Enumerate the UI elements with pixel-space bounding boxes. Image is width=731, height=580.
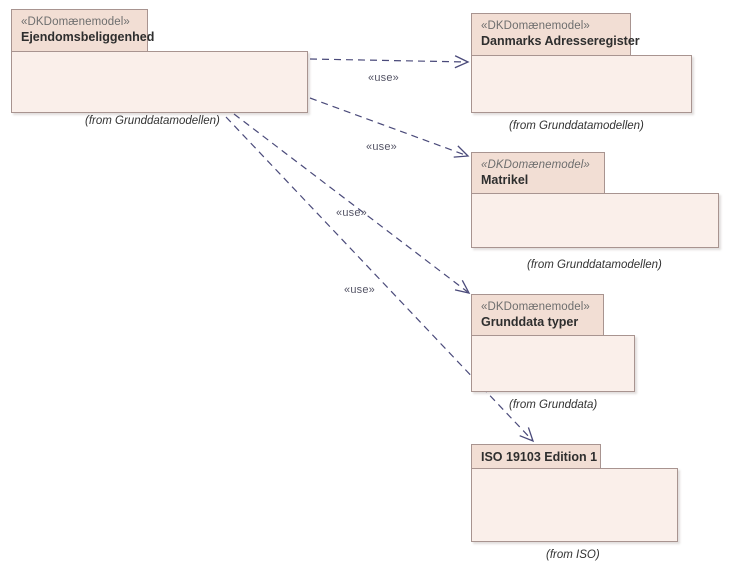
connector-label-use-grunddata-typer: «use» — [336, 207, 367, 219]
connector-arrowhead-use-grunddata-typer — [454, 280, 471, 294]
package-tab-ejendomsbeliggenhed[interactable]: «DKDomænemodel» Ejendomsbeliggenhed — [11, 9, 155, 51]
connector-label-use-dar: «use» — [368, 72, 399, 84]
package-name-matrikel: Matrikel — [481, 173, 529, 188]
connector-arrowhead-use-iso — [519, 427, 535, 443]
package-body-grunddata-typer[interactable] — [471, 335, 635, 392]
connector-arrowhead-use-matrikel — [453, 145, 470, 158]
package-from-label-matrikel: (from Grunddatamodellen) — [527, 259, 662, 271]
connector-line-use-grunddata-typer — [233, 113, 468, 293]
package-name-danmarks-adresseregister: Danmarks Adresseregister — [481, 34, 640, 49]
package-stereotype-danmarks-adresseregister: «DKDomænemodel» — [481, 20, 590, 32]
package-name-grunddata-typer: Grunddata typer — [481, 315, 579, 330]
package-body-danmarks-adresseregister[interactable] — [471, 55, 692, 113]
package-body-iso-19103[interactable] — [471, 468, 678, 542]
package-tab-grunddata-typer[interactable]: «DKDomænemodel» Grunddata typer — [471, 294, 604, 335]
connector-label-use-iso: «use» — [344, 284, 375, 296]
package-stereotype-matrikel: «DKDomænemodel» — [481, 159, 590, 171]
connector-use-grunddata-typer[interactable] — [233, 113, 471, 294]
package-body-matrikel[interactable] — [471, 193, 719, 248]
package-tab-danmarks-adresseregister[interactable]: «DKDomænemodel» Danmarks Adresseregister — [471, 13, 640, 55]
connector-label-use-matrikel: «use» — [366, 141, 397, 153]
connector-line-use-dar — [309, 58, 467, 63]
package-from-label-iso-19103: (from ISO) — [546, 549, 600, 561]
package-stereotype-grunddata-typer: «DKDomænemodel» — [481, 301, 590, 313]
package-body-ejendomsbeliggenhed[interactable] — [11, 51, 308, 113]
package-name-ejendomsbeliggenhed: Ejendomsbeliggenhed — [21, 30, 155, 45]
connector-use-dar[interactable] — [309, 55, 470, 69]
connector-arrowhead-use-dar — [454, 55, 470, 69]
package-from-label-grunddata-typer: (from Grunddata) — [509, 399, 598, 411]
package-tab-iso-19103[interactable]: ISO 19103 Edition 1 — [471, 444, 601, 468]
package-from-label-ejendomsbeliggenhed: (from Grunddatamodellen) — [85, 115, 220, 127]
package-stereotype-ejendomsbeliggenhed: «DKDomænemodel» — [21, 16, 130, 28]
package-from-label-danmarks-adresseregister: (from Grunddatamodellen) — [509, 120, 644, 132]
package-name-iso-19103: ISO 19103 Edition 1 — [481, 450, 598, 464]
package-tab-matrikel[interactable]: «DKDomænemodel» Matrikel — [471, 152, 605, 193]
